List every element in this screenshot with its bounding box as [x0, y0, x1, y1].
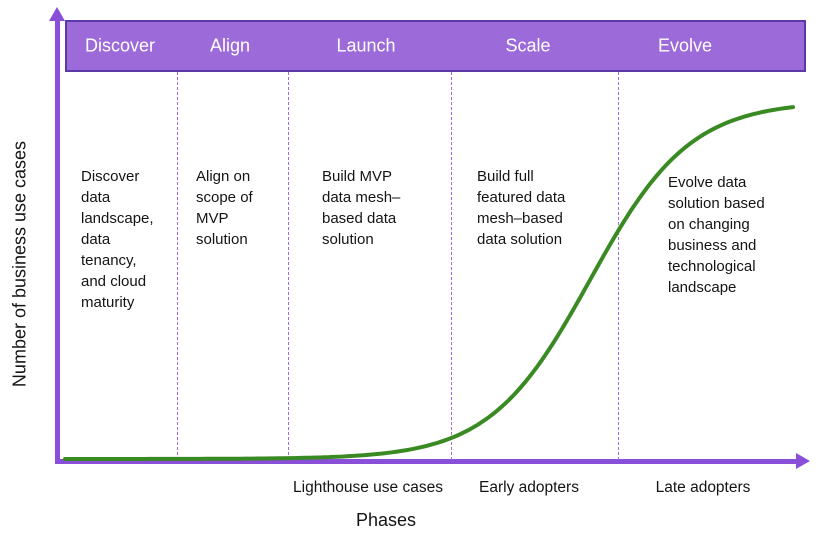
y-axis-title: Number of business use cases [9, 140, 30, 388]
phase-divider [177, 72, 178, 460]
phase-divider [288, 72, 289, 460]
phase-label-align: Align [209, 35, 251, 56]
x-annotation-early-adopters: Early adopters [479, 479, 579, 496]
y-axis-line [55, 18, 60, 464]
phase-label-evolve: Evolve [657, 35, 713, 56]
x-annotation-lighthouse-use-cases: Lighthouse use cases [293, 479, 443, 496]
phase-divider [618, 72, 619, 460]
phase-header-bar [65, 20, 806, 72]
phase-description-align: Align on scope of MVP solution [196, 168, 253, 248]
phase-description-launch: Build MVP data mesh– based data solution [322, 168, 401, 248]
phase-divider [451, 72, 452, 460]
phase-label-launch: Launch [336, 35, 396, 56]
phase-description-evolve: Evolve data solution based on changing b… [668, 174, 765, 296]
y-axis-arrow-icon [49, 7, 65, 21]
x-axis-arrow-icon [796, 453, 810, 469]
x-axis-title: Phases [355, 510, 417, 530]
phase-description-discover: Discover data landscape, data tenancy, a… [81, 168, 154, 311]
phase-description-scale: Build full featured data mesh–based data… [477, 168, 566, 248]
phase-label-scale: Scale [505, 35, 551, 56]
x-annotation-late-adopters: Late adopters [655, 479, 751, 496]
x-axis-line [55, 459, 796, 464]
phase-label-discover: Discover [84, 35, 156, 56]
